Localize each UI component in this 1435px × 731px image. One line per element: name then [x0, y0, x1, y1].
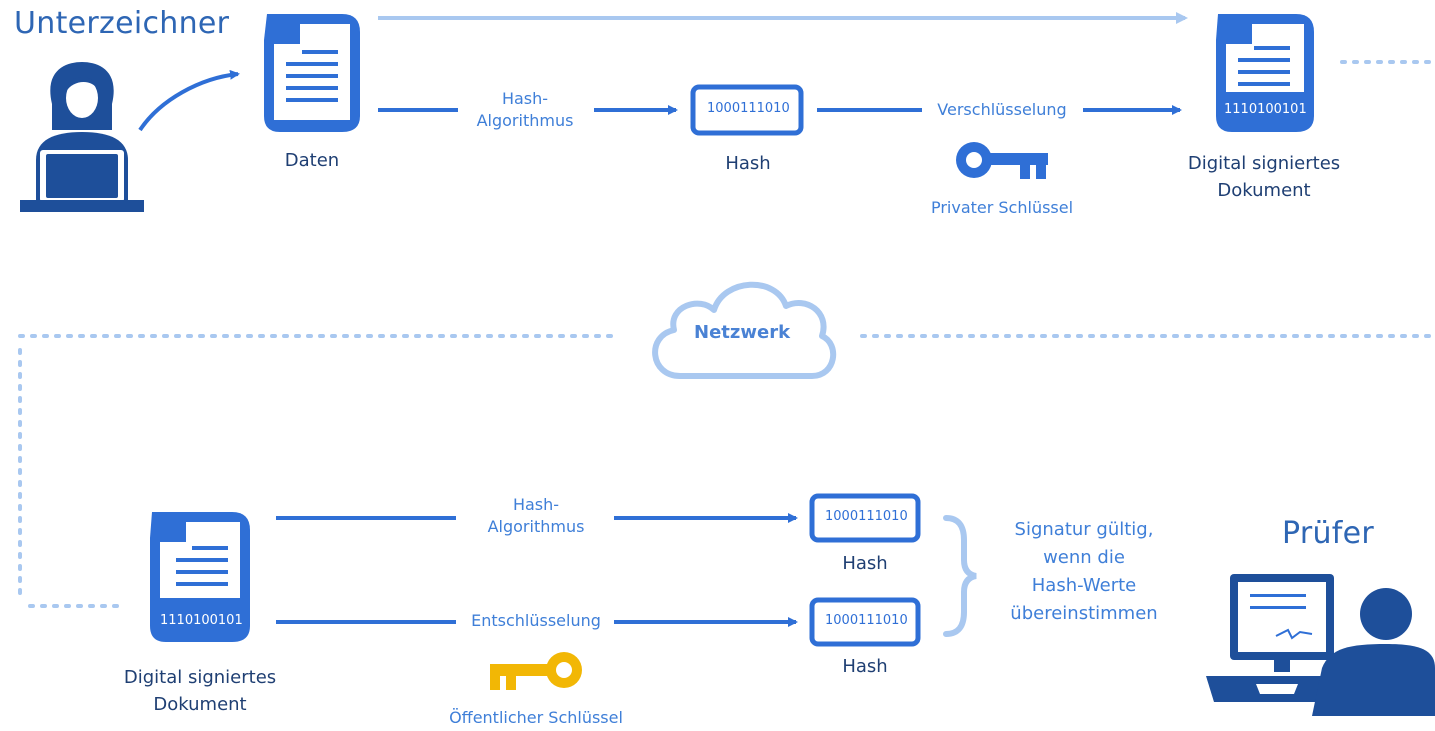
signature-valid-note: Signatur gültig, wenn die Hash-Werte übe…	[1010, 516, 1157, 628]
top-signed-doc-label: Digital signiertes Dokument	[1188, 150, 1340, 204]
network-label: Netzwerk	[694, 322, 791, 343]
data-label: Daten	[284, 150, 340, 171]
note-line-2: wenn die	[1043, 547, 1125, 568]
top-signed-doc-value: 1110100101	[1224, 102, 1307, 117]
top-hash-box	[690, 84, 804, 136]
bottom-hash-box-2	[809, 597, 921, 647]
verifier-heading: Prüfer	[1282, 516, 1375, 551]
note-line-3: Hash-Werte	[1031, 575, 1137, 596]
top-hash-algorithm-label: Hash- Algorithmus	[477, 88, 574, 132]
public-key-label: Öffentlicher Schlüssel	[449, 708, 623, 727]
decryption-label: Entschlüsselung	[471, 611, 601, 630]
bottom-hash-label-1: Hash	[842, 553, 888, 574]
bottom-hash-box-1	[809, 493, 921, 543]
signer-person-icon	[20, 62, 144, 212]
verifier-person-icon	[1206, 574, 1435, 716]
bottom-signed-doc-label-line-2: Dokument	[153, 694, 247, 715]
bottom-signed-doc-label: Digital signiertes Dokument	[124, 664, 276, 718]
signer-heading: Unterzeichner	[14, 6, 230, 41]
signed-document-icon-top	[1216, 14, 1314, 132]
top-hash-algorithm-line-1: Hash-	[501, 89, 549, 108]
bottom-hash-algorithm-line-2: Algorithmus	[487, 517, 585, 536]
signed-document-icon-bottom	[150, 512, 250, 642]
top-hash-label: Hash	[725, 153, 771, 174]
public-key-icon	[490, 652, 582, 690]
bottom-hash-value-2: 1000111010	[825, 613, 908, 628]
top-hash-value: 1000111010	[707, 101, 790, 116]
top-signed-doc-label-line-2: Dokument	[1217, 180, 1311, 201]
bottom-hash-label-2: Hash	[842, 656, 888, 677]
note-line-1: Signatur gültig,	[1014, 519, 1154, 540]
bottom-hash-algorithm-label: Hash- Algorithmus	[488, 494, 585, 538]
data-document-icon	[264, 14, 360, 132]
cloud-icon	[652, 281, 837, 379]
encryption-label: Verschlüsselung	[937, 100, 1067, 119]
private-key-icon	[956, 142, 1048, 179]
comparison-brace	[943, 515, 977, 637]
bottom-signed-doc-value: 1110100101	[160, 613, 243, 628]
note-line-4: übereinstimmen	[1010, 603, 1158, 624]
private-key-label: Privater Schlüssel	[930, 198, 1074, 217]
top-signed-doc-label-line-1: Digital signiertes	[1187, 153, 1341, 174]
bottom-hash-value-1: 1000111010	[825, 509, 908, 524]
bottom-hash-algorithm-line-1: Hash-	[512, 495, 560, 514]
signer-to-data-arrow	[138, 69, 240, 132]
top-hash-algorithm-line-2: Algorithmus	[476, 111, 574, 130]
bottom-signed-doc-label-line-1: Digital signiertes	[123, 667, 277, 688]
